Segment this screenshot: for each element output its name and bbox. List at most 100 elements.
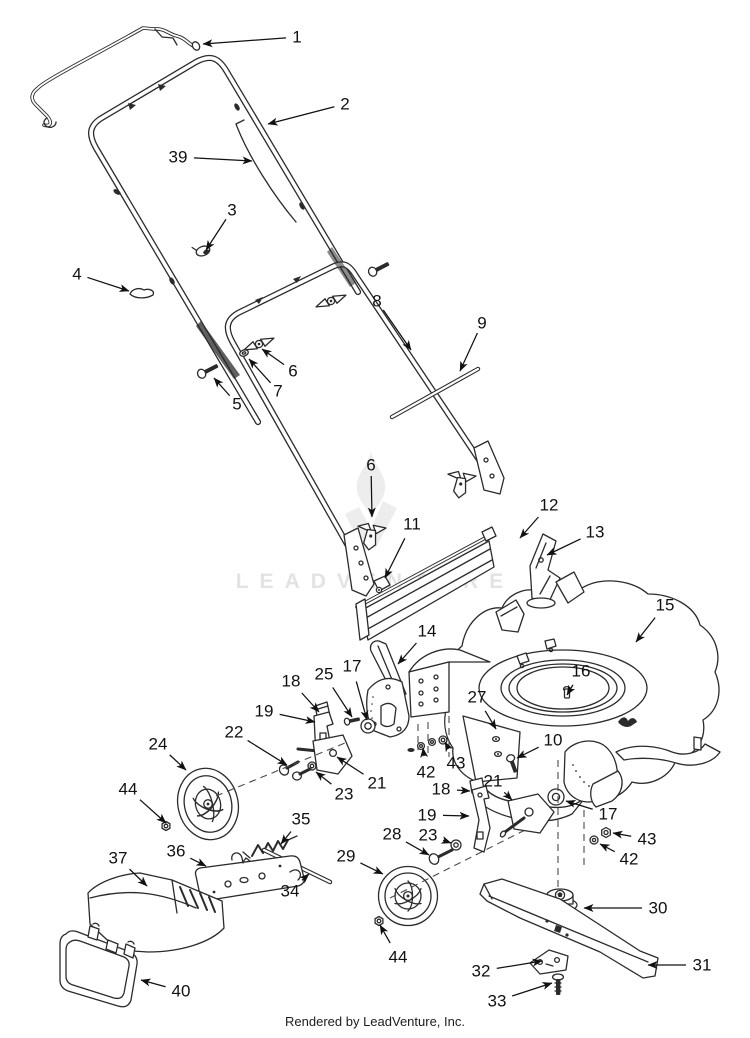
callout-21[interactable]: 21 — [484, 772, 513, 801]
callout-3[interactable]: 3 — [205, 201, 237, 251]
callout-6[interactable]: 6 — [261, 348, 298, 381]
part-number-label: 44 — [389, 948, 408, 967]
part-number-label: 8 — [372, 292, 381, 311]
callout-29[interactable]: 29 — [337, 847, 384, 875]
control-bail-rod — [30, 26, 201, 128]
brake-cable-39 — [235, 119, 297, 223]
callout-16[interactable]: 16 — [566, 662, 591, 696]
wheel-bracket-21 — [499, 793, 555, 838]
callout-2[interactable]: 2 — [267, 95, 350, 126]
part-number-label: 34 — [281, 882, 300, 901]
callout-7[interactable]: 7 — [248, 358, 283, 401]
callout-9[interactable]: 9 — [459, 314, 487, 372]
callout-layer: 1239345768961112131415162710434217251819… — [72, 28, 711, 1011]
callout-42[interactable]: 42 — [417, 747, 436, 782]
callout-30[interactable]: 30 — [583, 899, 667, 918]
part-number-label: 6 — [366, 456, 375, 475]
part-number-label: 12 — [540, 496, 559, 515]
callout-15[interactable]: 15 — [635, 596, 674, 643]
fastener-cluster-42-43 — [407, 735, 448, 752]
callout-24[interactable]: 24 — [149, 735, 187, 771]
part-number-label: 37 — [109, 849, 128, 868]
callout-6[interactable]: 6 — [366, 456, 376, 518]
part-number-label: 21 — [484, 772, 503, 791]
callout-27[interactable]: 27 — [468, 688, 497, 730]
footer-credit: Rendered by LeadVenture, Inc. — [285, 1014, 465, 1029]
callout-44[interactable]: 44 — [119, 780, 167, 824]
part-number-label: 18 — [282, 672, 301, 691]
part-number-label: 25 — [315, 665, 334, 684]
callout-44[interactable]: 44 — [379, 924, 408, 967]
wing-knob-6 — [243, 337, 275, 351]
part-number-label: 11 — [403, 515, 421, 534]
washer-42 — [589, 835, 599, 845]
callout-14[interactable]: 14 — [397, 622, 436, 665]
tube-overlap-hatch — [196, 247, 356, 379]
part-number-label: 16 — [572, 662, 591, 681]
part-number-label: 3 — [227, 201, 236, 220]
callout-23[interactable]: 23 — [419, 826, 452, 845]
washer-7 — [239, 349, 249, 357]
callout-23[interactable]: 23 — [315, 771, 353, 804]
wing-knob-6 — [447, 470, 477, 499]
callout-43[interactable]: 43 — [444, 741, 466, 773]
part-number-label: 40 — [172, 982, 191, 1001]
callout-18[interactable]: 18 — [432, 780, 471, 799]
callout-28[interactable]: 28 — [383, 825, 430, 856]
part-number-label: 1 — [292, 28, 301, 47]
callout-35[interactable]: 35 — [280, 810, 311, 845]
callout-39[interactable]: 39 — [169, 148, 253, 167]
engine-mount-bolt-16 — [562, 685, 572, 699]
callout-10[interactable]: 10 — [516, 731, 563, 759]
handle-end-right — [473, 440, 505, 495]
part-number-label: 35 — [292, 810, 311, 829]
callout-19[interactable]: 19 — [255, 702, 316, 724]
bolt-5-right — [367, 262, 390, 277]
callout-37[interactable]: 37 — [109, 849, 148, 887]
upper-handle — [91, 58, 358, 422]
callout-25[interactable]: 25 — [315, 665, 353, 718]
bolt-28 — [428, 848, 454, 865]
part-number-label: 23 — [419, 826, 438, 845]
part-number-label: 2 — [340, 95, 349, 114]
part-number-label: 19 — [418, 806, 437, 825]
callout-17[interactable]: 17 — [343, 657, 369, 721]
callout-31[interactable]: 31 — [647, 956, 711, 975]
callout-18[interactable]: 18 — [282, 672, 320, 713]
callout-40[interactable]: 40 — [140, 978, 191, 1001]
callout-1[interactable]: 1 — [202, 28, 302, 48]
discharge-chute-37 — [87, 872, 225, 953]
part-number-label: 6 — [288, 362, 297, 381]
callout-5[interactable]: 5 — [213, 377, 242, 414]
callout-32[interactable]: 32 — [472, 958, 543, 981]
nut-44 — [161, 820, 171, 832]
part-number-label: 19 — [255, 702, 274, 721]
callout-19[interactable]: 19 — [418, 806, 470, 825]
callout-17[interactable]: 17 — [565, 799, 618, 824]
part-number-label: 17 — [343, 657, 362, 676]
part-number-label: 17 — [599, 805, 618, 824]
callout-43[interactable]: 43 — [612, 830, 656, 849]
deck-handle-bracket-left — [495, 599, 525, 633]
callout-22[interactable]: 22 — [225, 723, 288, 766]
part-number-label: 43 — [447, 754, 466, 773]
part-number-label: 29 — [337, 847, 356, 866]
callout-12[interactable]: 12 — [519, 496, 559, 539]
bolt-5-left — [196, 364, 219, 379]
bracket-19 — [471, 785, 491, 853]
part-number-label: 10 — [544, 731, 563, 750]
callout-34[interactable]: 34 — [281, 873, 310, 901]
wing-knob-6 — [357, 522, 387, 551]
callout-36[interactable]: 36 — [167, 842, 207, 867]
callout-8[interactable]: 8 — [372, 292, 412, 351]
clip-4 — [129, 287, 155, 299]
rear-axle-guide — [389, 819, 546, 899]
callout-13[interactable]: 13 — [546, 523, 604, 556]
callout-33[interactable]: 33 — [488, 982, 553, 1011]
callout-11[interactable]: 11 — [384, 515, 421, 579]
callout-21[interactable]: 21 — [336, 756, 386, 793]
callout-4[interactable]: 4 — [72, 265, 130, 292]
part-number-label: 5 — [232, 395, 241, 414]
callout-42[interactable]: 42 — [599, 843, 638, 869]
handle-knobs-lower — [357, 470, 477, 551]
